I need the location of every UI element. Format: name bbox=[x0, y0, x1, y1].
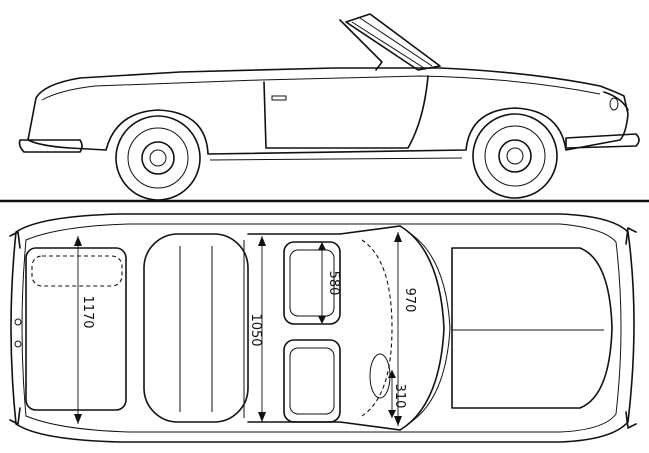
bonnet bbox=[451, 247, 613, 409]
windshield bbox=[345, 13, 441, 71]
door-handle bbox=[271, 95, 287, 101]
windshield-top bbox=[399, 225, 445, 431]
dim-seat: 580 bbox=[318, 242, 341, 324]
dim-label-310: 310 bbox=[392, 384, 407, 409]
side-door bbox=[263, 75, 429, 149]
seat-right bbox=[283, 339, 341, 423]
dim-cabin: 1050 bbox=[248, 236, 266, 422]
steering-wheel bbox=[369, 353, 391, 399]
dim-label-1170: 1170 bbox=[80, 295, 95, 328]
folded-roof bbox=[143, 233, 249, 423]
seat-left bbox=[283, 241, 341, 325]
rear-wheel bbox=[115, 115, 201, 201]
dim-label-1050: 1050 bbox=[248, 313, 263, 346]
dim-width: 970 bbox=[394, 232, 417, 426]
dim-rear-deck: 1170 bbox=[74, 236, 95, 424]
dim-gap: 310 bbox=[388, 370, 407, 418]
folded-top bbox=[339, 19, 383, 71]
trunk-lid bbox=[25, 247, 127, 411]
dash-outline bbox=[361, 239, 393, 417]
rear-bumper bbox=[18, 139, 83, 153]
side-view bbox=[0, 13, 649, 203]
front-wheel bbox=[472, 113, 558, 199]
dim-label-580: 580 bbox=[326, 271, 341, 296]
spare-dashed bbox=[31, 255, 123, 287]
dim-label-970: 970 bbox=[402, 288, 417, 313]
side-body-outline bbox=[27, 67, 629, 155]
front-bumper bbox=[565, 133, 640, 149]
top-view: 1170 1050 580 970 310 bbox=[9, 213, 637, 443]
